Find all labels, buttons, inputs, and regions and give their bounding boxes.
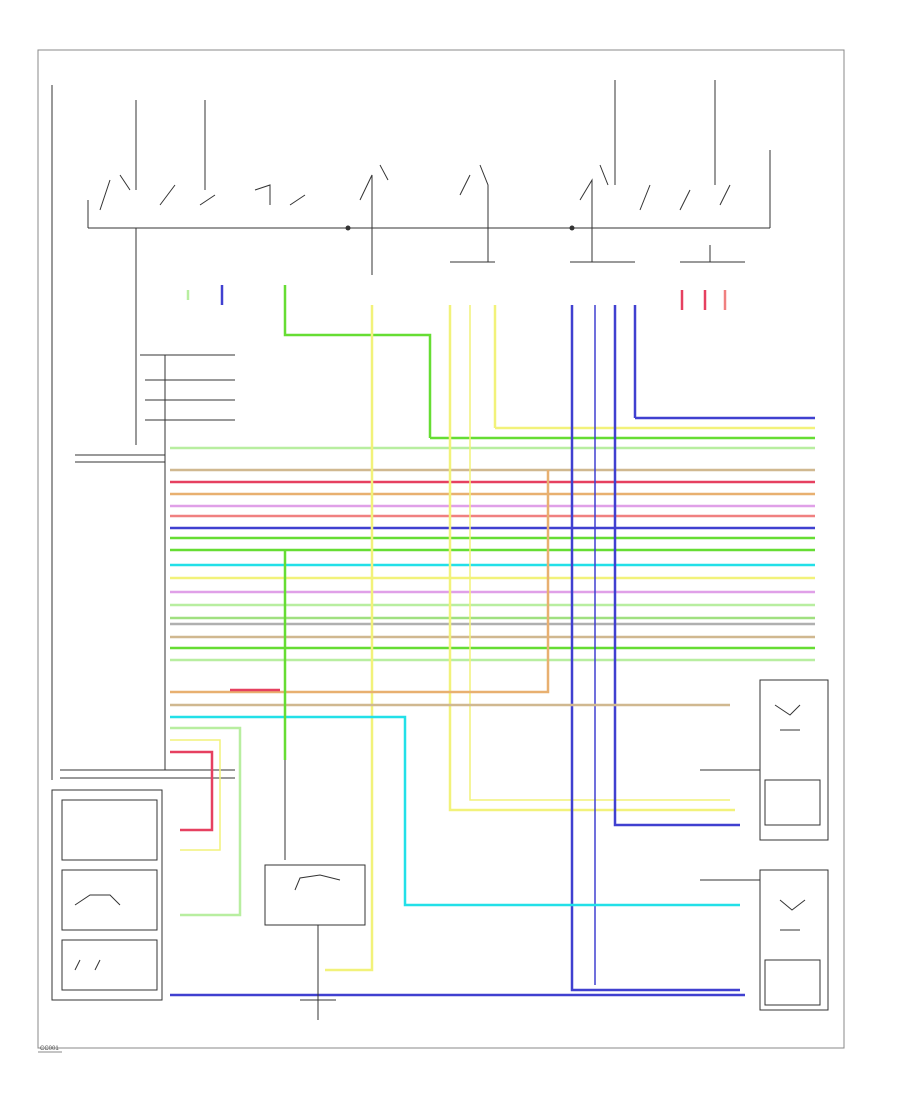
diagram-frame [37,49,845,1049]
footer-code: CC001 [40,1046,59,1052]
lower-wire-bundle [170,470,745,997]
vertical-wires [186,285,740,992]
lower-left-inset [51,789,163,1001]
top-switch-section [87,80,771,445]
junction-dot [345,225,351,231]
main-wire-bundle [170,416,815,662]
right-components [700,679,829,1011]
left-connector-block [51,85,235,780]
center-module [264,760,366,1020]
junction-dot [569,225,575,231]
